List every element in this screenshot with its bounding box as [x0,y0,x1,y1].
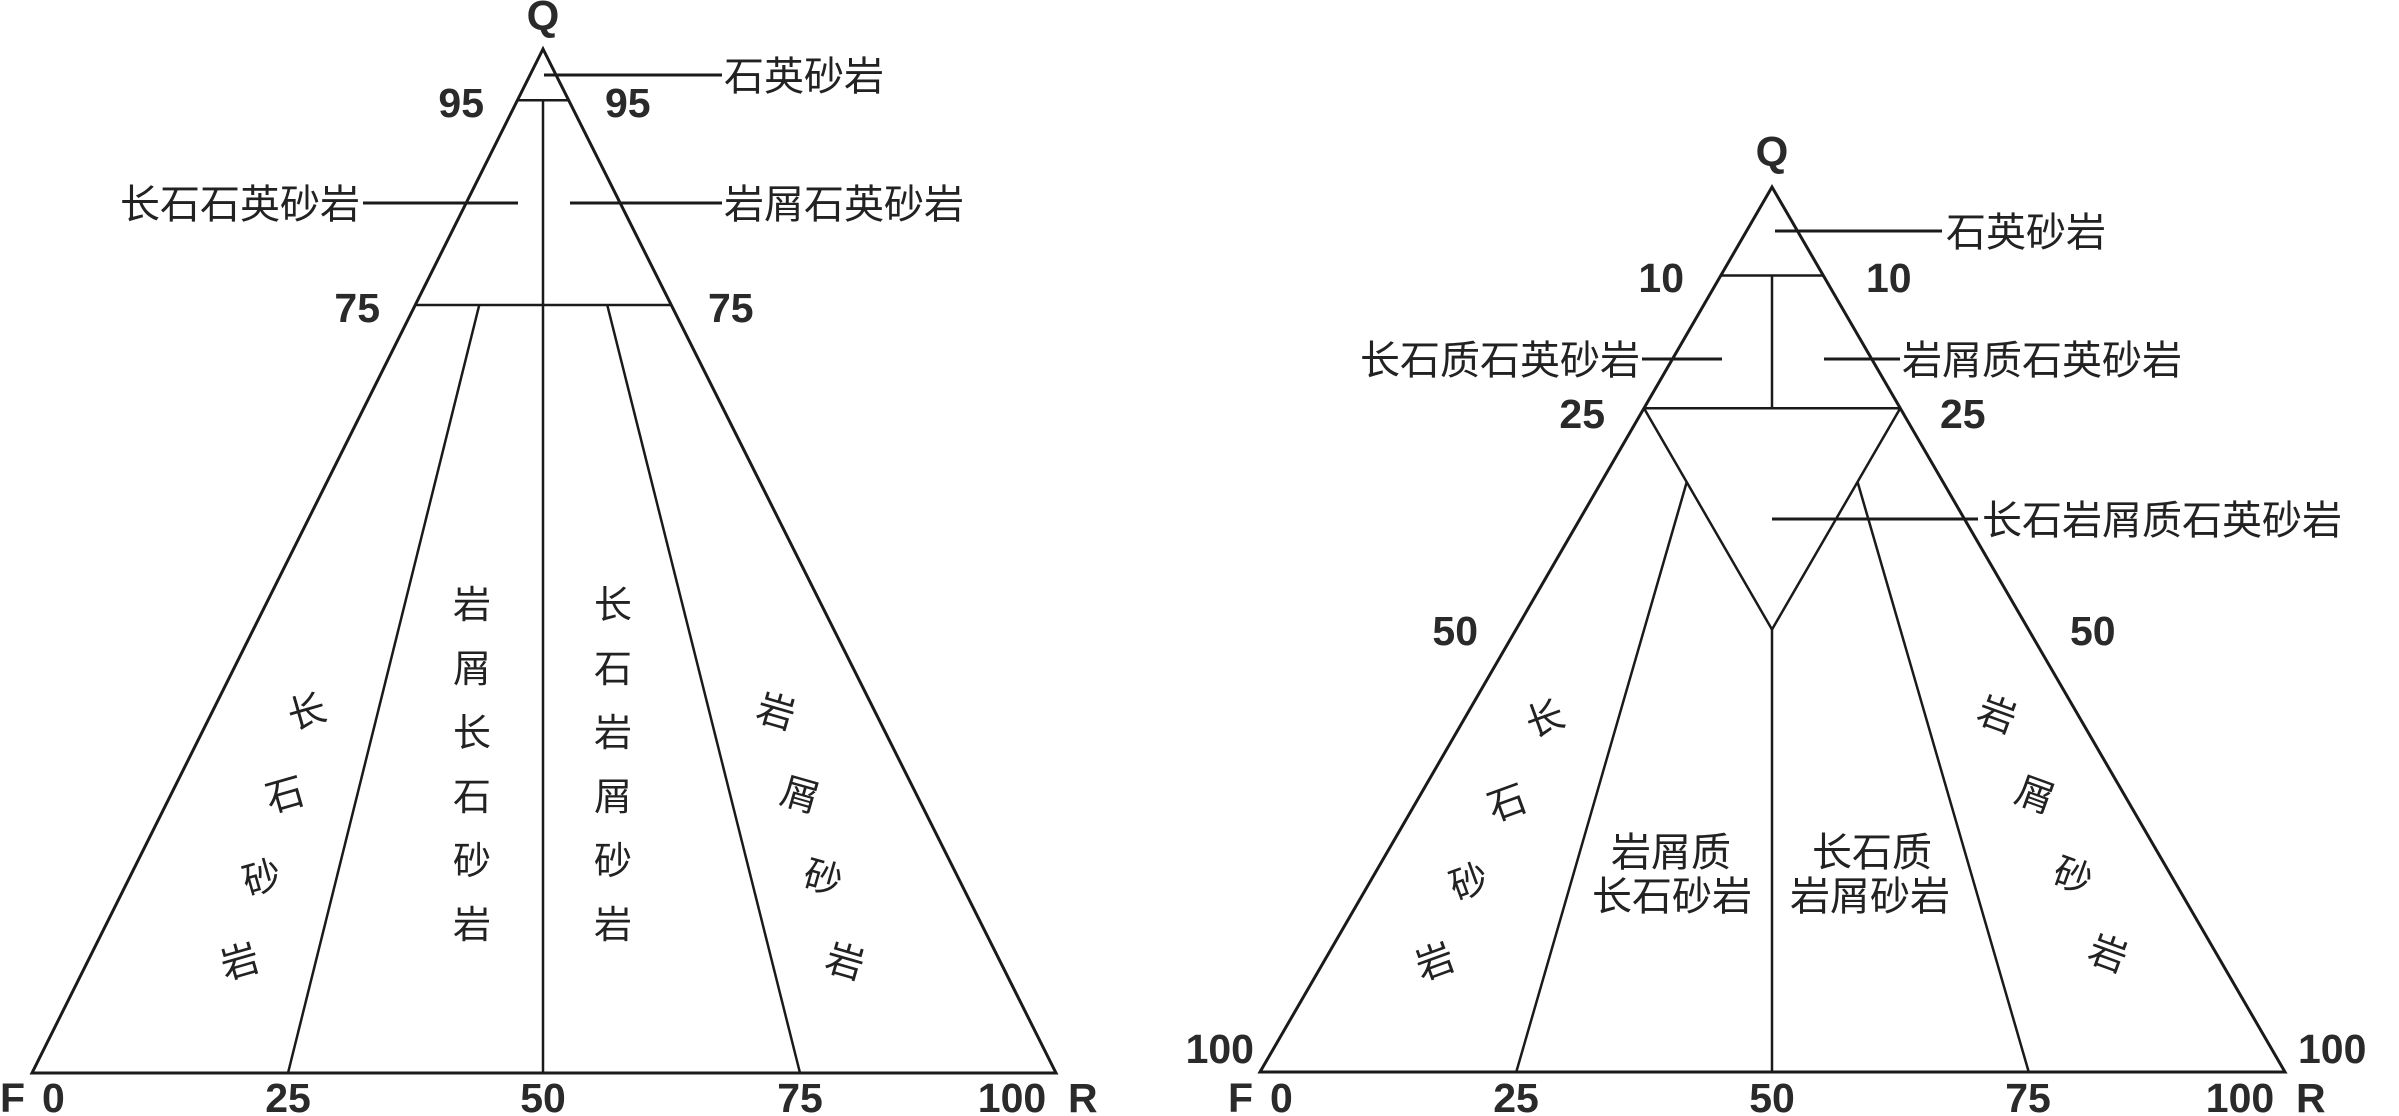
field-label-feldspathic-litharenite-line2: 岩屑砂岩 [1790,874,1950,920]
base-tick-0: 0 [42,1075,65,1116]
base-tick-50: 50 [520,1075,566,1116]
base-tick-0: 0 [1270,1075,1293,1116]
field-label-litharenite: 岩屑砂岩 [752,686,870,989]
field-label-char: 岩 [2083,927,2134,981]
tick-right-95: 95 [605,80,651,126]
field-label-char: 屑 [2010,768,2061,822]
base-tick-50: 50 [1749,1075,1795,1116]
divider-line-25 [286,304,481,1074]
base-tick-25: 25 [1493,1075,1539,1116]
base-label-r: R [2296,1075,2326,1116]
field-label-litharenite: 岩屑砂岩 [1972,688,2134,981]
divider-line-25 [1515,481,1688,1073]
field-label-char: 砂 [1444,855,1495,909]
callout-lithic-quartz-sandstone: 岩屑石英砂岩 [724,182,964,228]
tick-left-50: 50 [1432,608,1478,654]
callout-feldspathic-lithic-quartz-sandstone: 长石岩屑质石英砂岩 [1982,498,2342,544]
field-label-char: 石 [1482,776,1533,830]
field-label-char: 岩 [1972,688,2023,742]
tick-left-25: 25 [1559,391,1605,437]
base-tick-100: 100 [978,1075,1046,1116]
field-label-char: 砂 [799,852,848,905]
field-label-char: 砂 [238,852,287,905]
field-label-char: 长 [1520,692,1571,746]
divider-line-75 [606,304,802,1074]
field-label-char: 屑 [776,769,825,822]
tick-right-50: 50 [2070,608,2116,654]
field-label-char: 岩 [594,711,632,755]
tick-left-100: 100 [1186,1026,1254,1072]
callout-feldspathic-quartz-sandstone: 长石石英砂岩 [120,182,360,228]
field-label-char: 岩 [752,686,801,739]
field-label-char: 岩 [453,583,491,627]
divider-line-75 [1856,481,2030,1073]
tick-right-25: 25 [1940,391,1986,437]
tick-left-10: 10 [1638,255,1684,301]
field-label-char: 石 [261,769,310,822]
base-tick-75: 75 [777,1075,823,1116]
field-label-char: 岩 [453,903,491,947]
field-label-arkose: 长石砂岩 [216,686,332,989]
field-label-char: 岩 [1410,935,1461,989]
tick-right-75: 75 [708,285,754,331]
field-label-lithic-arkose-line2: 长石砂岩 [1592,874,1752,920]
field-label-feldspathic-litharenite-line1: 长石质 [1812,830,1932,876]
base-label-f: F [1228,1075,1253,1116]
right-triangle-diagram: Q 石英砂岩 长石质石英砂岩 岩屑质石英砂岩 长石岩屑质石英砂岩 10 10 2… [1186,128,2367,1116]
field-label-char: 砂 [594,839,632,883]
field-label-char: 岩 [821,936,870,989]
field-label-char: 砂 [453,839,491,883]
callout-lithic-quartz-sandstone: 岩屑质石英砂岩 [1902,338,2182,384]
tick-left-95: 95 [438,80,484,126]
field-label-char: 砂 [2048,849,2099,903]
tick-left-75: 75 [334,285,380,331]
tick-right-10: 10 [1866,255,1912,301]
field-label-char: 岩 [216,936,265,989]
tick-right-100: 100 [2298,1026,2366,1072]
field-label-arkose: 长石砂岩 [1410,692,1571,989]
callout-feldspathic-quartz-sandstone: 长石质石英砂岩 [1360,338,1640,384]
field-label-char: 屑 [594,775,632,819]
base-label-r: R [1068,1075,1098,1116]
field-label-char: 长 [283,686,332,739]
apex-label-q: Q [1756,128,1789,175]
base-label-f: F [0,1075,25,1116]
base-tick-100: 100 [2206,1075,2274,1116]
field-label-char: 长 [594,583,632,627]
apex-label-q: Q [527,0,560,39]
callout-quartz-arenite: 石英砂岩 [724,54,884,100]
field-label-char: 石 [594,647,632,691]
field-label-char: 岩 [594,903,632,947]
base-tick-25: 25 [265,1075,311,1116]
field-label-lithic-arkose-line1: 岩屑质 [1611,830,1731,876]
left-triangle-diagram: Q 石英砂岩 长石石英砂岩 岩屑石英砂岩 95 95 75 75 F 0 25 … [0,0,1098,1116]
base-tick-75: 75 [2005,1075,2051,1116]
field-label-char: 屑 [453,647,491,691]
callout-quartz-arenite: 石英砂岩 [1946,210,2106,256]
field-label-char: 长 [453,711,491,755]
field-label-char: 石 [453,775,491,819]
